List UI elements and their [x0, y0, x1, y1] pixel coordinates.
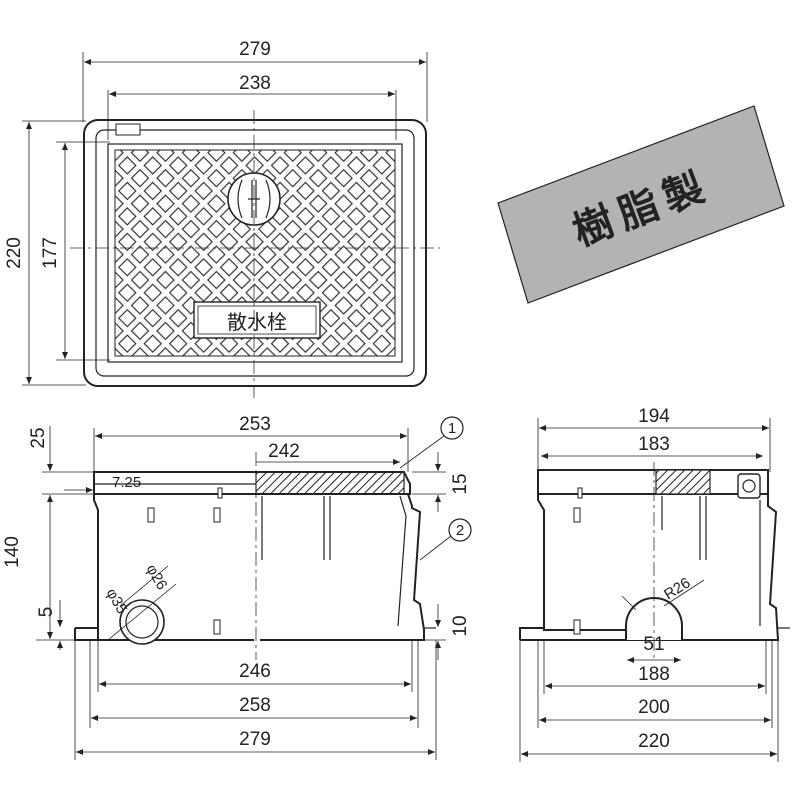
dim-258: 258 — [239, 695, 271, 716]
dim-5: 5 — [36, 607, 57, 618]
dim-200: 200 — [638, 697, 670, 718]
lid-section-hatch — [255, 471, 405, 495]
callout-1 — [440, 416, 464, 440]
lid-inner-frame — [95, 129, 415, 377]
dim-279-bottom: 279 — [239, 729, 271, 750]
dim-183: 183 — [638, 434, 670, 455]
dim-140: 140 — [2, 536, 23, 568]
dim-194: 194 — [638, 406, 670, 427]
dim-253: 253 — [239, 414, 271, 435]
dim-279-top: 279 — [239, 39, 271, 60]
dim-188: 188 — [638, 664, 670, 685]
material-badge: 樹脂製 — [497, 105, 785, 304]
pipe-hole-inner — [125, 605, 159, 639]
svg-text:2: 2 — [456, 522, 464, 539]
front-view: 253 242 φ35 φ26 25 — [2, 414, 472, 760]
dim-10: 10 — [450, 615, 471, 636]
svg-text:1: 1 — [448, 420, 456, 437]
dim-7-25: 7.25 — [112, 474, 141, 491]
callout-2 — [448, 518, 472, 542]
dim-r26: R26 — [661, 574, 693, 603]
latch-icon — [737, 473, 761, 499]
side-view: 194 183 R26 51 — [519, 406, 790, 762]
lid-tab — [115, 123, 141, 136]
dim-246: 246 — [239, 661, 271, 682]
dim-177: 177 — [40, 237, 61, 269]
dim-25: 25 — [28, 427, 49, 448]
dim-phi26: φ26 — [143, 562, 171, 593]
lid-label-plate — [193, 301, 321, 339]
dim-220-bottom: 220 — [638, 731, 670, 752]
badge-background — [497, 105, 785, 304]
lid-label-text: 散水栓 — [227, 310, 287, 334]
dim-51: 51 — [643, 634, 664, 655]
lid-outer-frame — [83, 119, 427, 387]
lid-pattern-border — [107, 143, 403, 363]
dim-220-top: 220 — [4, 237, 25, 269]
dim-15: 15 — [450, 473, 471, 494]
top-view: 279 238 散水栓 220 177 — [4, 39, 440, 398]
dim-238: 238 — [239, 73, 271, 94]
dim-242: 242 — [268, 441, 300, 462]
